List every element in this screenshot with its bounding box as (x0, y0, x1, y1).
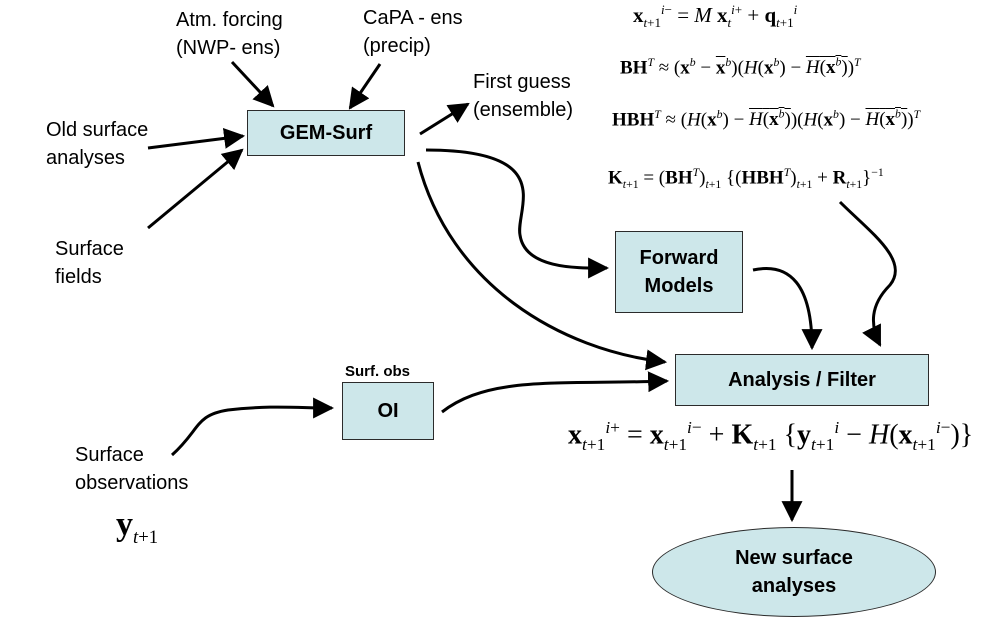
analysis-update-equation: xt+1i+ = xt+1i− + Kt+1 {yt+1i − H(xt+1i−… (568, 418, 974, 454)
forward-models-box: Forward Models (615, 231, 743, 313)
arrow-gem-to-forward (425, 148, 610, 279)
old-surface-analyses-label: Old surface analyses (46, 119, 149, 169)
first-guess-label: First guess (ensemble) (473, 71, 574, 121)
forecast-equation: xt+1i− = M xti+ + qt+1i (633, 2, 798, 31)
capa-label: CaPA - ens (precip) (363, 7, 463, 57)
arrow-capa-to-gem (348, 63, 382, 110)
arrow-atm-to-gem (230, 60, 275, 108)
arrow-old-to-gem (147, 127, 246, 150)
kalman-gain-equation: Kt+1 = (BHT)t+1 {(HBHT)t+1 + Rt+1}−1 (608, 166, 884, 192)
surf-obs-label: Surf. obs (345, 363, 411, 380)
arrow-fields-to-gem (147, 148, 244, 230)
surface-observations-label: Surface observations (75, 444, 189, 494)
arrow-oi-to-analysis (441, 371, 670, 414)
observation-vector-symbol: yt+1 (116, 506, 159, 548)
arrow-gem-to-analysis (416, 161, 668, 371)
oi-box: OI (342, 382, 434, 440)
hbht-equation: HBHT ≈ (H(xb) − H(xb))(H(xb) − H(xb))T (612, 108, 921, 131)
analysis-filter-box: Analysis / Filter (675, 354, 929, 406)
arrow-gain-to-analysis (838, 200, 897, 347)
surface-fields-label: Surface fields (55, 238, 124, 288)
arrow-gem-to-firstguess (419, 102, 470, 136)
arrow-surfobs-to-oi (171, 397, 335, 457)
gem-surf-box: GEM-Surf (247, 110, 405, 156)
bht-equation: BHT ≈ (xb − xb)(H(xb) − H(xb))T (620, 56, 861, 79)
arrow-forward-to-analysis (752, 267, 823, 351)
atm-forcing-label: Atm. forcing (NWP- ens) (176, 9, 283, 59)
new-surface-analyses-ellipse: New surface analyses (652, 527, 936, 617)
